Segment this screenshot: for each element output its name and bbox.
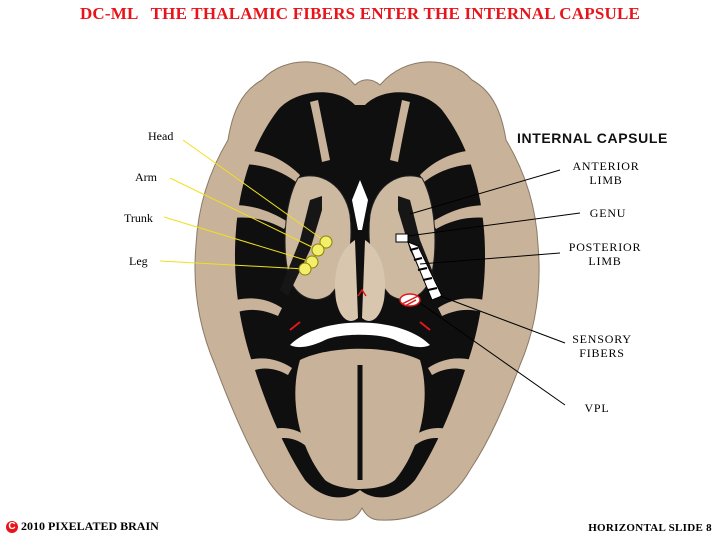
posterior-limb-label: POSTERIOR LIMB	[560, 240, 650, 268]
vpl-pointer	[419, 302, 566, 406]
frontal-horns	[352, 180, 368, 230]
gyri	[232, 100, 488, 446]
leg-label: Leg	[129, 254, 148, 268]
internal-capsule-heading: INTERNAL CAPSULE	[517, 130, 668, 146]
red-mark-left	[289, 321, 301, 331]
arm-label: Arm	[135, 170, 157, 184]
leg-dot	[298, 262, 312, 276]
copyright: C 2010 PIXELATED BRAIN	[6, 519, 159, 534]
copyright-text: 2010 PIXELATED BRAIN	[21, 519, 159, 533]
posterior-limb-label-line1: POSTERIOR	[568, 240, 642, 254]
left-internal-capsule	[280, 196, 322, 296]
sensory-fibers-label-line1: SENSORY	[572, 332, 632, 346]
red-mark-mid	[357, 288, 367, 297]
posterior-limb-label-line2: LIMB	[588, 254, 622, 268]
head-pointer	[182, 139, 327, 243]
sensory-fibers-label-line2: FIBERS	[579, 346, 625, 360]
genu-pointer	[407, 212, 581, 237]
slide-title: DC-ML THE THALAMIC FIBERS ENTER THE INTE…	[79, 4, 641, 23]
sensory-fibers-label: SENSORY FIBERS	[562, 332, 642, 360]
copyright-icon: C	[6, 520, 18, 533]
head-dot	[319, 235, 333, 249]
anterior-limb-label-line2: LIMB	[589, 173, 623, 187]
posterior-limb-pointer	[419, 252, 561, 265]
trunk-pointer	[163, 216, 313, 263]
anterior-limb-pointer	[409, 169, 561, 215]
genu-label: GENU	[589, 206, 627, 220]
leg-pointer	[159, 260, 306, 270]
posterior-ventricle	[290, 322, 430, 348]
sensory-fibers-pointer	[439, 295, 566, 344]
head-label: Head	[148, 129, 174, 143]
slide-number: HORIZONTAL SLIDE 8	[588, 522, 712, 534]
red-mark-right	[419, 321, 431, 331]
right-thalamus	[362, 240, 386, 321]
left-thalamus	[334, 240, 358, 321]
arm-dot	[311, 243, 325, 257]
anterior-limb-label: ANTERIOR LIMB	[566, 159, 646, 187]
vpl-label: VPL	[584, 401, 610, 415]
genu-marker	[395, 233, 409, 243]
arm-pointer	[169, 177, 319, 251]
trunk-label: Trunk	[124, 211, 153, 225]
anterior-limb-label-line1: ANTERIOR	[572, 159, 640, 173]
